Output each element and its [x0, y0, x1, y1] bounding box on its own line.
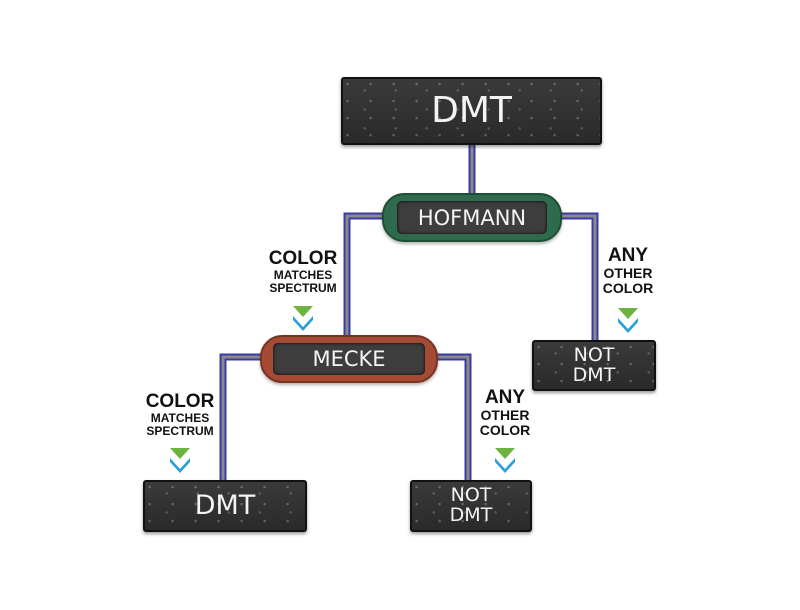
result-text: DMT — [449, 504, 493, 526]
hofmann-test-node: HOFMANN — [382, 193, 562, 242]
label-text: MATCHES — [150, 410, 210, 425]
root-label: DMT — [431, 90, 512, 132]
result-text: DMT — [194, 489, 256, 521]
result-not-dmt-right: NOT DMT — [532, 340, 656, 391]
result-text: DMT — [572, 363, 616, 386]
result-text: NOT — [573, 343, 615, 366]
branch-label-color-matches-2: COLOR MATCHES SPECTRUM — [130, 392, 230, 437]
result-text: NOT — [450, 484, 492, 507]
hofmann-label: HOFMANN — [417, 205, 527, 230]
label-text: ANY — [607, 245, 649, 266]
result-not-dmt-bottom: NOT DMT — [410, 480, 532, 532]
down-arrow-icon — [618, 308, 638, 333]
mecke-label: MECKE — [312, 347, 386, 371]
branch-label-color-matches-1: COLOR MATCHES SPECTRUM — [253, 249, 353, 294]
label-text: COLOR — [602, 279, 654, 296]
branch-label-any-other-2: ANY OTHER COLOR — [460, 388, 550, 437]
root-node: DMT — [341, 77, 602, 145]
down-arrow-icon — [495, 448, 515, 473]
label-text: COLOR — [268, 248, 338, 269]
down-arrow-icon — [293, 306, 313, 331]
branch-label-any-other-1: ANY OTHER COLOR — [583, 246, 673, 295]
label-text: SPECTRUM — [146, 423, 214, 438]
label-text: MATCHES — [273, 267, 333, 282]
label-text: COLOR — [479, 421, 531, 438]
result-dmt-bottom: DMT — [143, 480, 307, 532]
label-text: OTHER — [603, 264, 653, 281]
mecke-test-node: MECKE — [260, 335, 438, 383]
label-text: OTHER — [480, 406, 530, 423]
label-text: ANY — [484, 387, 526, 408]
down-arrow-icon — [170, 448, 190, 473]
label-text: COLOR — [145, 391, 215, 412]
label-text: SPECTRUM — [269, 280, 337, 295]
